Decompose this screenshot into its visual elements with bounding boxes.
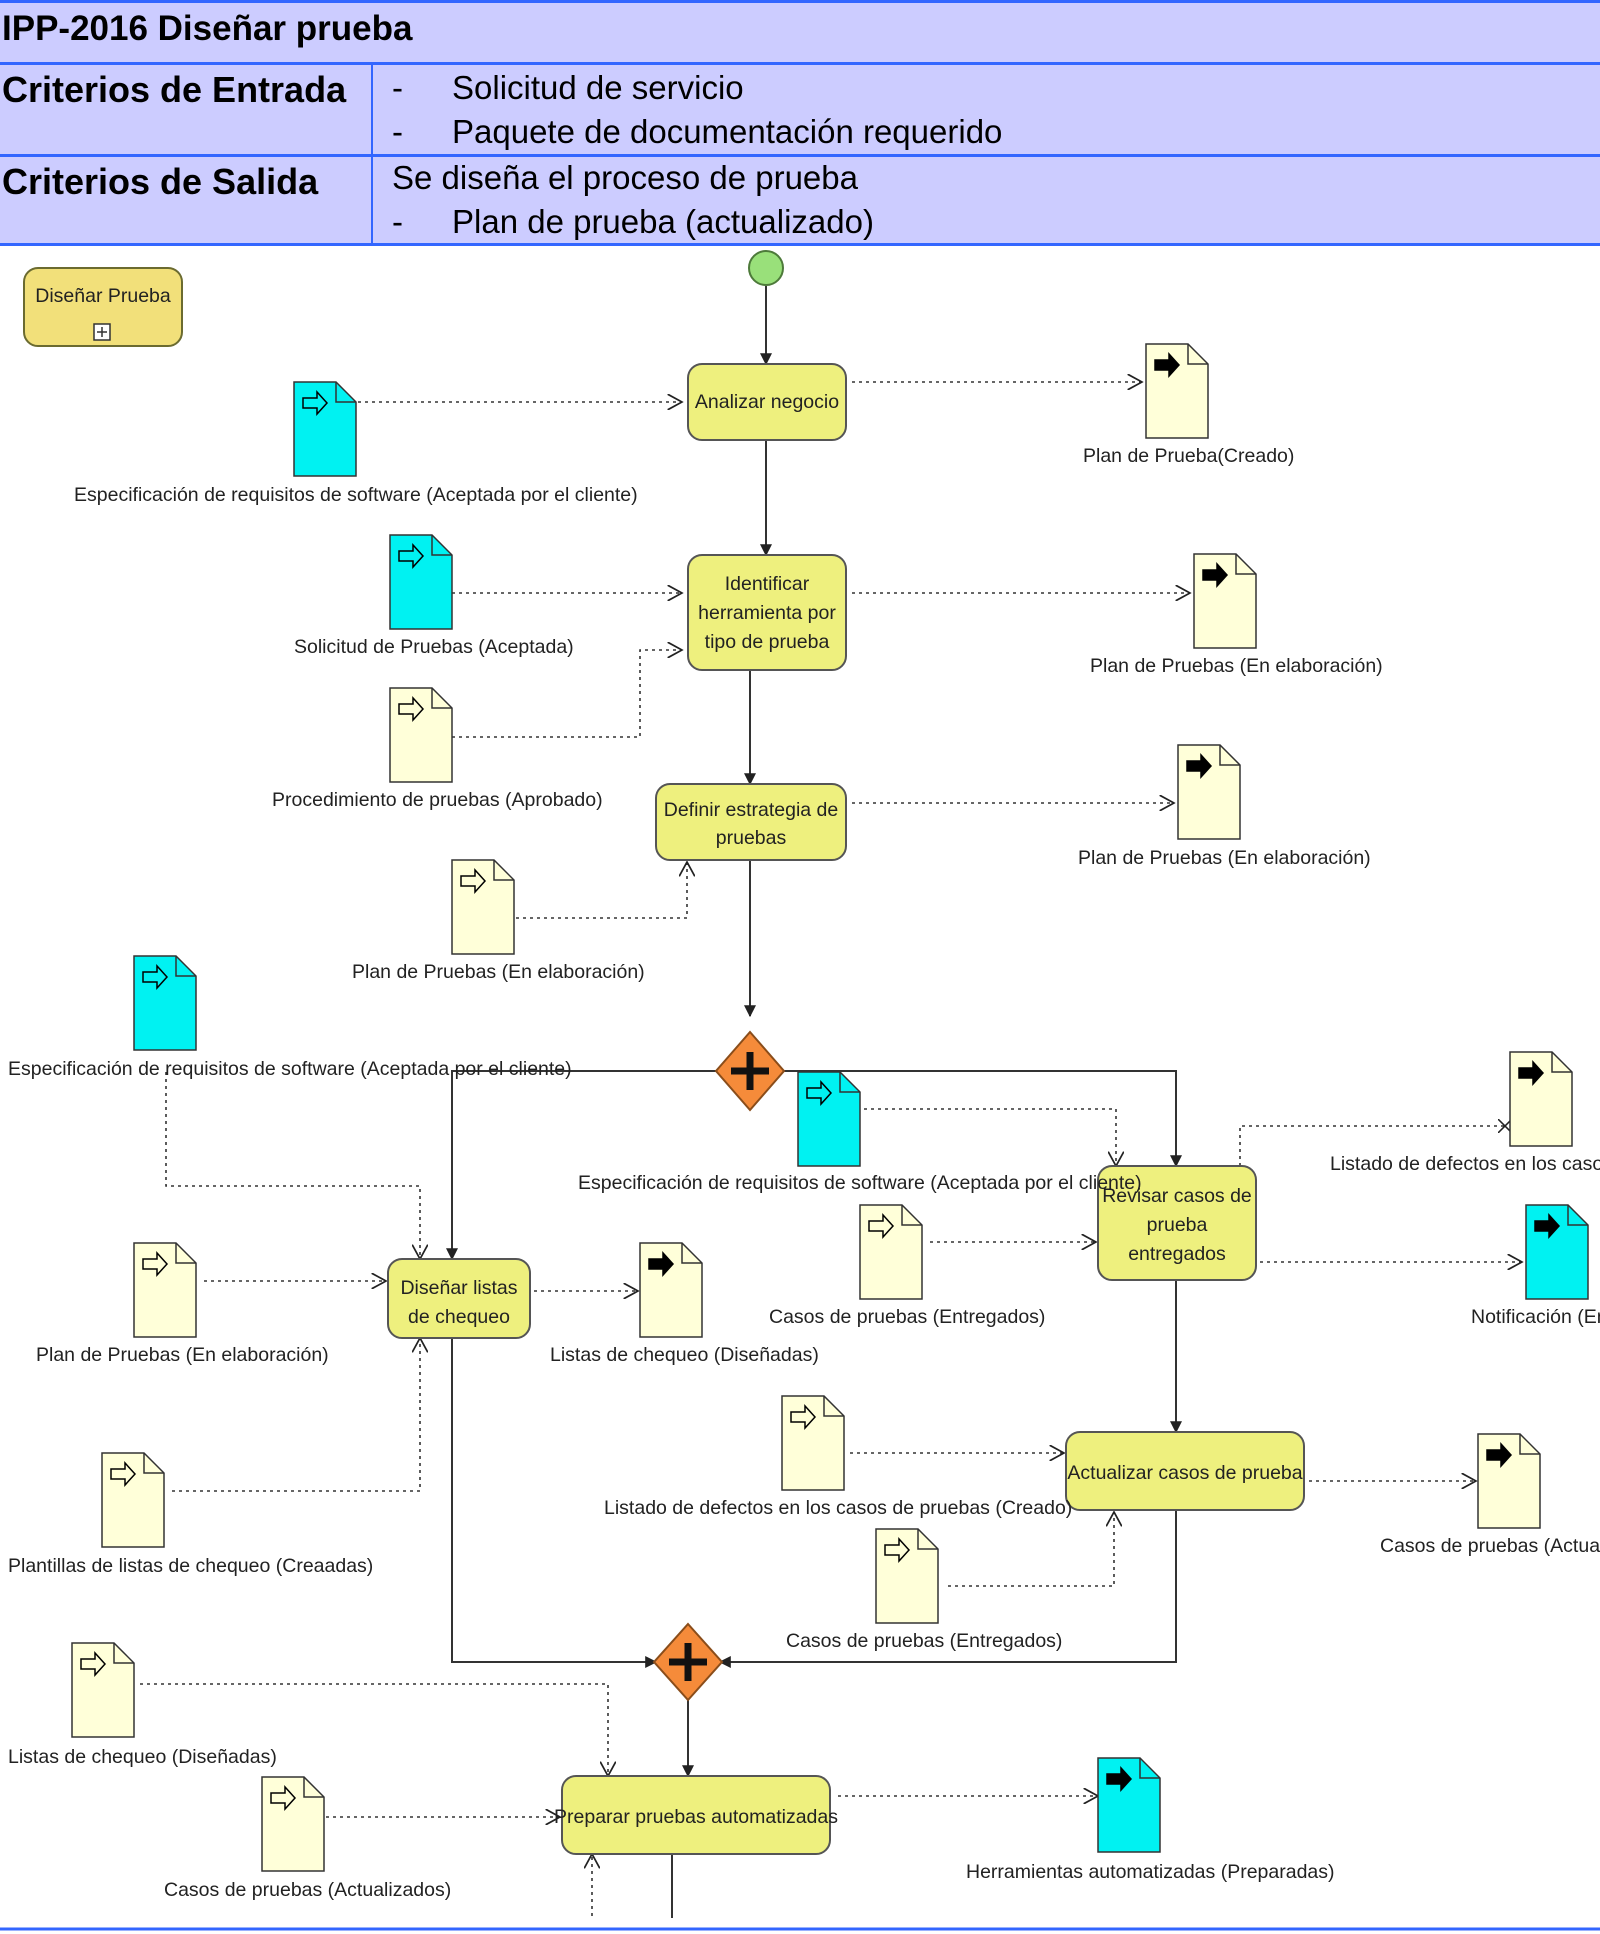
artifact-label: Casos de pruebas (Actualiza <box>1380 1535 1600 1557</box>
input-data-object-icon[interactable] <box>389 534 453 630</box>
artifact-label: Plan de Pruebas (En elaboración) <box>36 1344 329 1366</box>
artifact-labels: Especificación de requisitos de software… <box>8 445 1600 1901</box>
artifact-label: Solicitud de Pruebas (Aceptada) <box>294 636 574 658</box>
output-data-object-icon[interactable] <box>1509 1051 1573 1147</box>
task-label: Identificar <box>725 573 810 595</box>
artifact-label: Listas de chequeo (Diseñadas) <box>8 1746 277 1768</box>
task-label: tipo de prueba <box>705 631 830 653</box>
output-data-object-icon[interactable] <box>1477 1433 1541 1529</box>
subprocess-disenar-prueba[interactable]: Diseñar Prueba <box>23 267 183 347</box>
task-label: Diseñar listas <box>400 1277 517 1299</box>
output-data-object-icon[interactable] <box>1193 553 1257 649</box>
task-label: Analizar negocio <box>695 391 839 413</box>
artifact-label: Listas de chequeo (Diseñadas) <box>550 1344 819 1366</box>
task-label: herramienta por <box>698 602 836 624</box>
artifact-label: Especificación de requisitos de software… <box>74 484 638 506</box>
exit-criteria-label: Criterios de Salida <box>2 161 319 202</box>
task-label: prueba <box>1147 1214 1208 1236</box>
input-data-object-icon[interactable] <box>859 1204 923 1300</box>
input-data-object-icon[interactable] <box>781 1395 845 1491</box>
process-diagram: Diseñar Prueba Analizar negocio Identifi… <box>0 250 1600 1931</box>
artifact-label: Plan de Pruebas (En elaboración) <box>1090 655 1383 677</box>
artifact-label: Casos de pruebas (Actualizados) <box>164 1879 451 1901</box>
artifact-label: Herramientas automatizadas (Preparadas) <box>966 1861 1335 1883</box>
artifact-label: Plan de Prueba(Creado) <box>1083 445 1294 467</box>
input-data-object-icon[interactable] <box>133 955 197 1051</box>
bullet: - <box>392 113 403 150</box>
data-artifacts <box>71 343 1589 1872</box>
task-label: pruebas <box>716 827 787 849</box>
output-data-object-icon[interactable] <box>1177 744 1241 840</box>
artifact-label: Plan de Pruebas (En elaboración) <box>1078 847 1371 869</box>
entry-item: Solicitud de servicio <box>452 69 744 106</box>
task-label: Preparar pruebas automatizadas <box>554 1806 838 1828</box>
input-data-object-icon[interactable] <box>451 859 515 955</box>
artifact-label: Plantillas de listas de chequeo (Creaada… <box>8 1555 373 1577</box>
input-data-object-icon[interactable] <box>293 381 357 477</box>
exit-text: Se diseña el proceso de prueba <box>392 159 858 196</box>
artifact-label: Especificación de requisitos de software… <box>578 1172 1142 1194</box>
bullet: - <box>392 203 403 240</box>
header-title-row: IPP-2016 Diseñar prueba <box>0 0 1600 62</box>
input-data-object-icon[interactable] <box>797 1071 861 1167</box>
task-disenar-listas[interactable]: Diseñar listas de chequeo <box>387 1258 531 1339</box>
task-label: Actualizar casos de prueba <box>1067 1462 1302 1484</box>
exit-criteria-row: Criterios de Salida Se diseña el proceso… <box>0 154 1600 246</box>
artifact-label: Notificación (Env <box>1471 1306 1600 1328</box>
output-data-object-icon[interactable] <box>1525 1204 1589 1300</box>
task-definir-estrategia[interactable]: Definir estrategia de pruebas <box>655 783 847 861</box>
artifact-label: Plan de Pruebas (En elaboración) <box>352 961 645 983</box>
entry-item: Paquete de documentación requerido <box>452 113 1003 150</box>
parallel-gateway[interactable] <box>652 1622 724 1702</box>
page-title: IPP-2016 Diseñar prueba <box>2 9 413 48</box>
task-label: de chequeo <box>408 1306 510 1328</box>
input-data-object-icon[interactable] <box>71 1642 135 1738</box>
input-data-object-icon[interactable] <box>133 1242 197 1338</box>
output-data-object-icon[interactable] <box>639 1242 703 1338</box>
task-preparar-pruebas[interactable]: Preparar pruebas automatizadas <box>554 1775 838 1855</box>
exit-item: Plan de prueba (actualizado) <box>452 203 874 240</box>
row-separator <box>371 157 373 243</box>
task-analizar-negocio[interactable]: Analizar negocio <box>687 363 847 441</box>
output-data-object-icon[interactable] <box>1145 343 1209 439</box>
artifact-label: Casos de pruebas (Entregados) <box>786 1630 1062 1652</box>
subprocess-label: Diseñar Prueba <box>35 285 171 307</box>
artifact-label: Casos de pruebas (Entregados) <box>769 1306 1045 1328</box>
parallel-gateway[interactable] <box>714 1030 786 1112</box>
task-actualizar-casos[interactable]: Actualizar casos de prueba <box>1065 1431 1305 1511</box>
entry-criteria-label: Criterios de Entrada <box>2 69 347 110</box>
artifact-label: Procedimiento de pruebas (Aprobado) <box>272 789 603 811</box>
start-event[interactable] <box>748 250 784 286</box>
row-separator <box>371 65 373 154</box>
input-data-object-icon[interactable] <box>261 1776 325 1872</box>
output-data-object-icon[interactable] <box>1097 1757 1161 1853</box>
entry-criteria-row: Criterios de Entrada - Solicitud de serv… <box>0 62 1600 154</box>
sequence-flows <box>446 286 1182 1918</box>
task-label: entregados <box>1128 1243 1226 1265</box>
artifact-label: Listado de defectos en los casos de prue… <box>604 1497 1072 1519</box>
task-label: Revisar casos de <box>1102 1185 1252 1207</box>
artifact-label: Listado de defectos en los casos de <box>1330 1153 1600 1175</box>
input-data-object-icon[interactable] <box>101 1452 165 1548</box>
input-data-object-icon[interactable] <box>875 1528 939 1624</box>
bullet: - <box>392 69 403 106</box>
task-label: Definir estrategia de <box>664 799 839 821</box>
input-data-object-icon[interactable] <box>389 687 453 783</box>
task-identificar-herramienta[interactable]: Identificar herramienta por tipo de prue… <box>687 554 847 671</box>
task-revisar-casos[interactable]: Revisar casos de prueba entregados <box>1097 1165 1257 1281</box>
artifact-label: Especificación de requisitos de software… <box>8 1058 572 1080</box>
data-associations <box>140 382 1522 1916</box>
